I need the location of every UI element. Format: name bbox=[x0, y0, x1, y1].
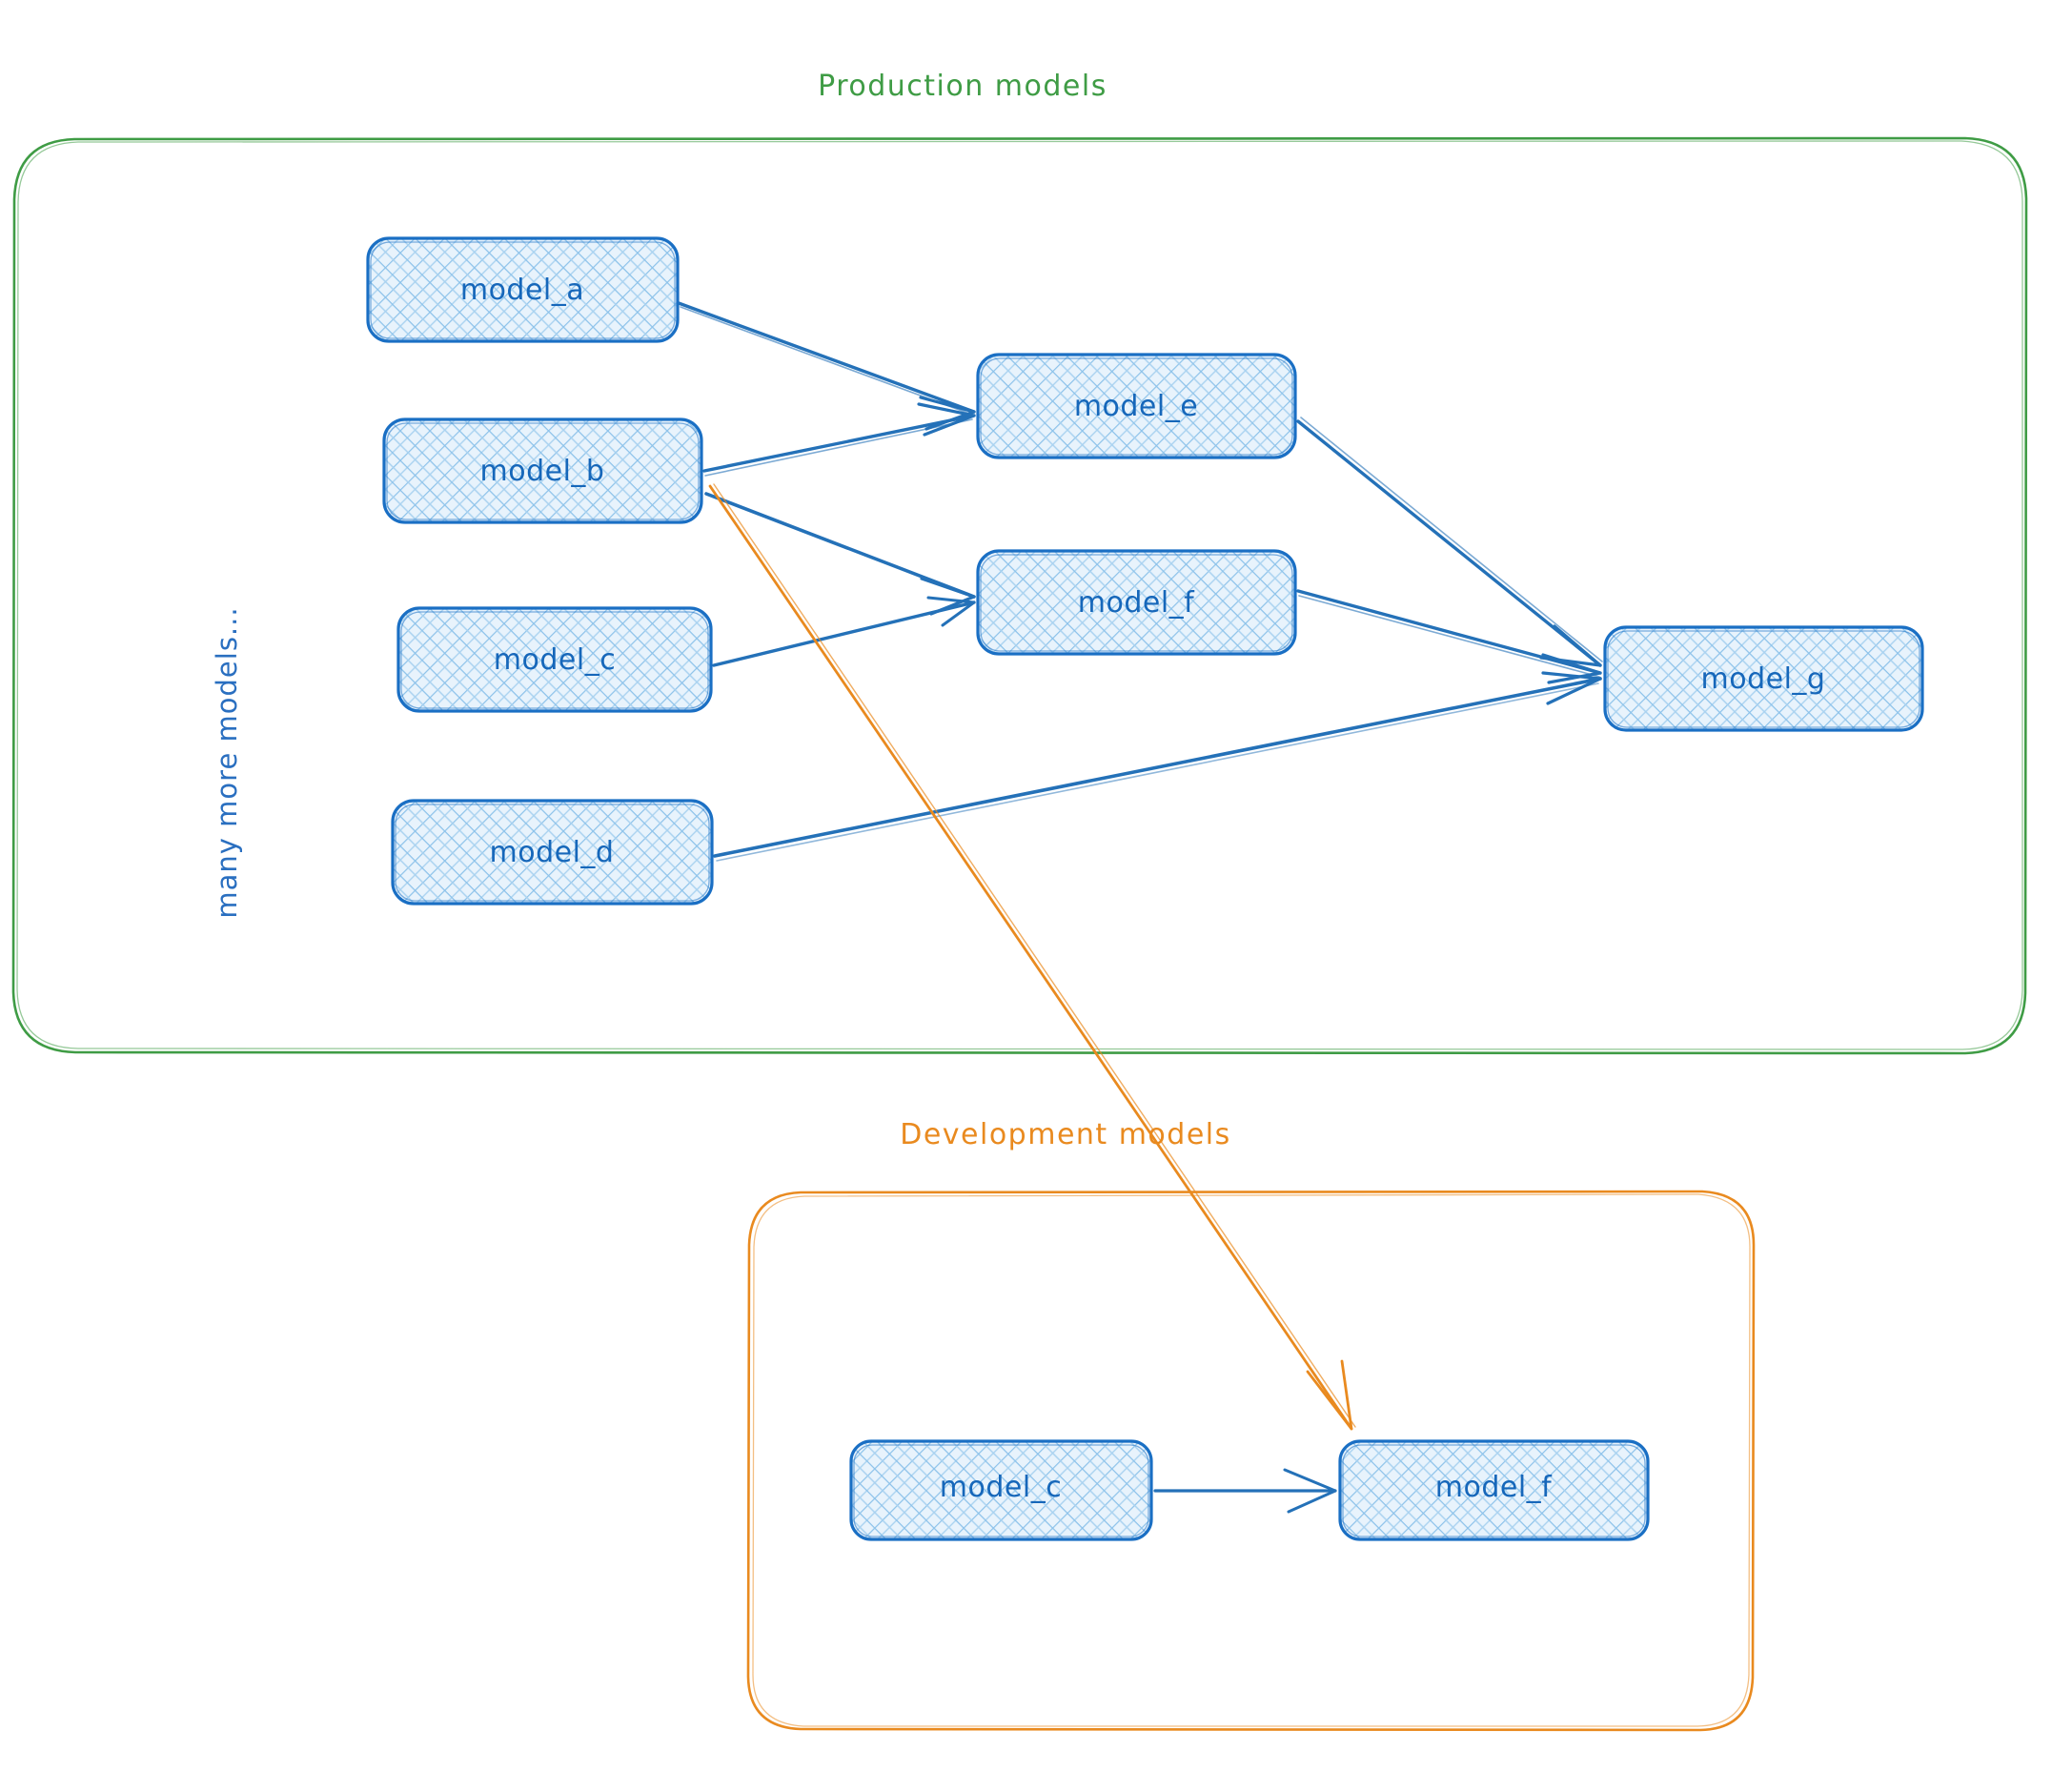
edge-d-to-g bbox=[713, 671, 1602, 862]
development-group-title: Development models bbox=[900, 1118, 1231, 1151]
arrowhead bbox=[926, 596, 976, 627]
edge-b-to-f bbox=[704, 492, 976, 616]
node-label: model_b bbox=[480, 455, 605, 488]
node-label: model_d bbox=[490, 836, 615, 869]
production-container-border-sketch bbox=[16, 140, 2023, 1050]
production-container-border bbox=[11, 136, 2028, 1055]
edge-f-to-g bbox=[1296, 589, 1602, 684]
production-group-title: Production models bbox=[818, 70, 1107, 103]
side-note-many-more-models: many more models... bbox=[211, 606, 243, 918]
node-prod-model-g[interactable]: model_g bbox=[1603, 625, 1924, 732]
group-production bbox=[11, 136, 2028, 1055]
edge-b-to-e bbox=[702, 402, 976, 477]
edges-layer bbox=[677, 301, 1603, 1514]
node-label: model_c bbox=[494, 643, 616, 677]
nodes-layer: model_a model_b model_c model_d mode bbox=[366, 236, 1924, 1541]
arrowhead bbox=[1541, 671, 1602, 705]
node-dev-model-c[interactable]: model_c bbox=[849, 1439, 1153, 1541]
node-prod-model-a[interactable]: model_a bbox=[366, 236, 680, 343]
edge-b-to-devf bbox=[708, 483, 1356, 1431]
edge-c-to-f bbox=[712, 596, 976, 667]
development-container-border-sketch bbox=[752, 1193, 1751, 1727]
node-label: model_f bbox=[1078, 586, 1195, 620]
arrowhead bbox=[1283, 1468, 1337, 1514]
node-prod-model-b[interactable]: model_b bbox=[382, 417, 703, 524]
node-prod-model-c[interactable]: model_c bbox=[396, 606, 713, 713]
node-prod-model-d[interactable]: model_d bbox=[391, 799, 714, 906]
node-label: model_a bbox=[460, 274, 584, 307]
node-prod-model-f[interactable]: model_f bbox=[976, 549, 1297, 656]
group-development bbox=[746, 1190, 1756, 1732]
node-label: model_e bbox=[1074, 390, 1198, 423]
arrowhead bbox=[1306, 1359, 1353, 1431]
edge-a-to-e bbox=[677, 301, 976, 431]
edge-devc-to-devf bbox=[1153, 1468, 1337, 1514]
node-label: model_g bbox=[1701, 662, 1826, 696]
arrowhead bbox=[917, 402, 976, 437]
edge-e-to-g bbox=[1296, 417, 1603, 667]
node-label: model_f bbox=[1435, 1471, 1553, 1504]
node-prod-model-e[interactable]: model_e bbox=[976, 353, 1297, 459]
node-label: model_c bbox=[940, 1471, 1062, 1504]
development-container-border bbox=[746, 1190, 1756, 1732]
arrowhead bbox=[1541, 653, 1602, 684]
node-dev-model-f[interactable]: model_f bbox=[1338, 1439, 1650, 1541]
